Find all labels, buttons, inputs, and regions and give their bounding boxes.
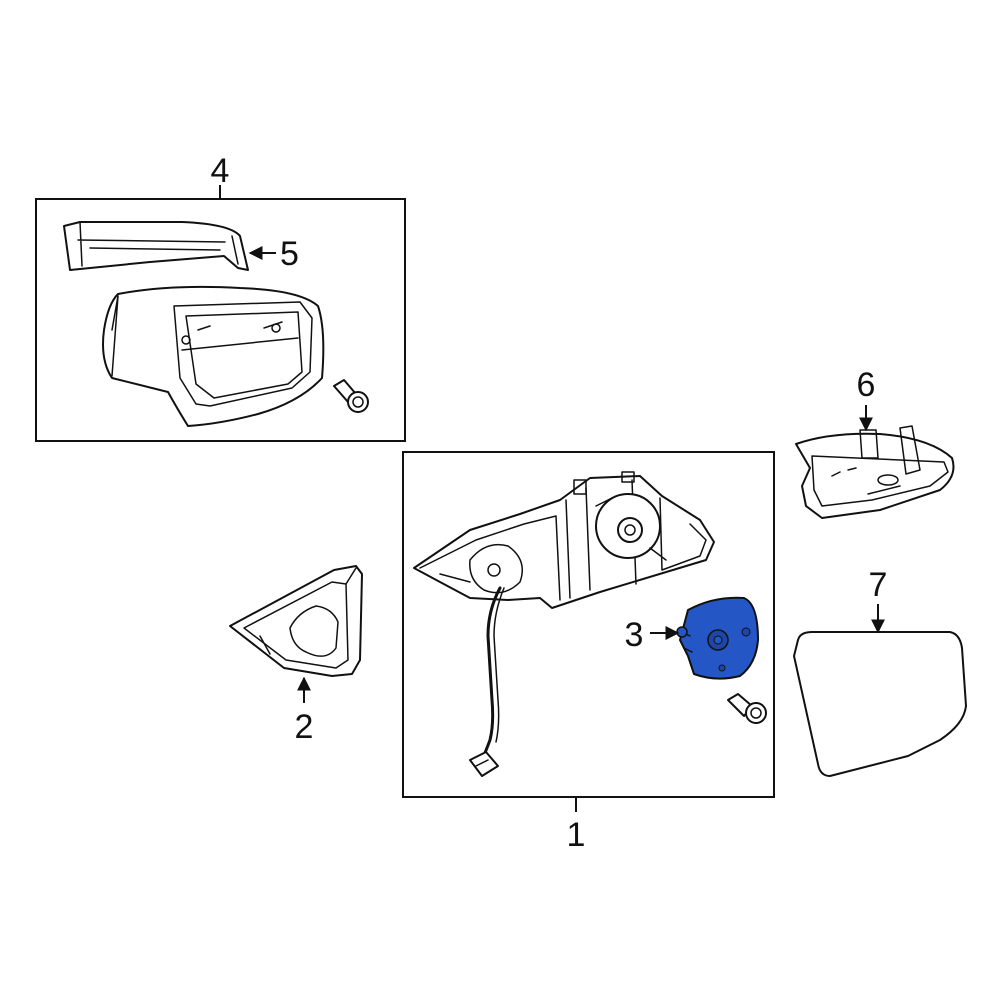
callout-2-label: 2 (295, 708, 314, 746)
mirror-assembly-group: 1 (402, 451, 775, 854)
wiring-harness (469, 586, 505, 777)
callout-6-label: 6 (857, 366, 876, 404)
mirror-glass (793, 631, 967, 777)
actuator-screw (727, 693, 767, 724)
callout-7-label: 7 (869, 566, 888, 604)
callout-5-label: 5 (280, 235, 299, 273)
cover-screw (333, 379, 369, 413)
cover-trim-strip (63, 221, 249, 271)
lower-cover (795, 425, 955, 519)
mirror-housing-cover (102, 285, 325, 427)
callout-4-label: 4 (211, 152, 230, 190)
mirror-assembly-frame (402, 451, 775, 798)
actuator-motor (676, 596, 759, 680)
cover-assembly-group: 4 5 (35, 152, 406, 442)
callout-1-label: 1 (567, 816, 586, 854)
mirror-base-frame (413, 471, 715, 609)
base-cover (229, 565, 363, 677)
callout-3-label: 3 (625, 616, 644, 654)
